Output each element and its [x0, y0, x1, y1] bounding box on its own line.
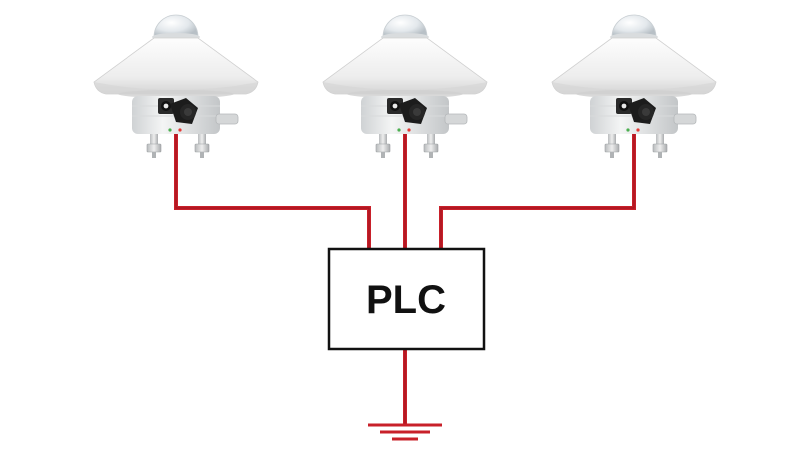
plc-box: PLC	[327, 247, 486, 351]
ground-symbol-icon	[368, 423, 442, 441]
plc-label: PLC	[366, 278, 446, 322]
